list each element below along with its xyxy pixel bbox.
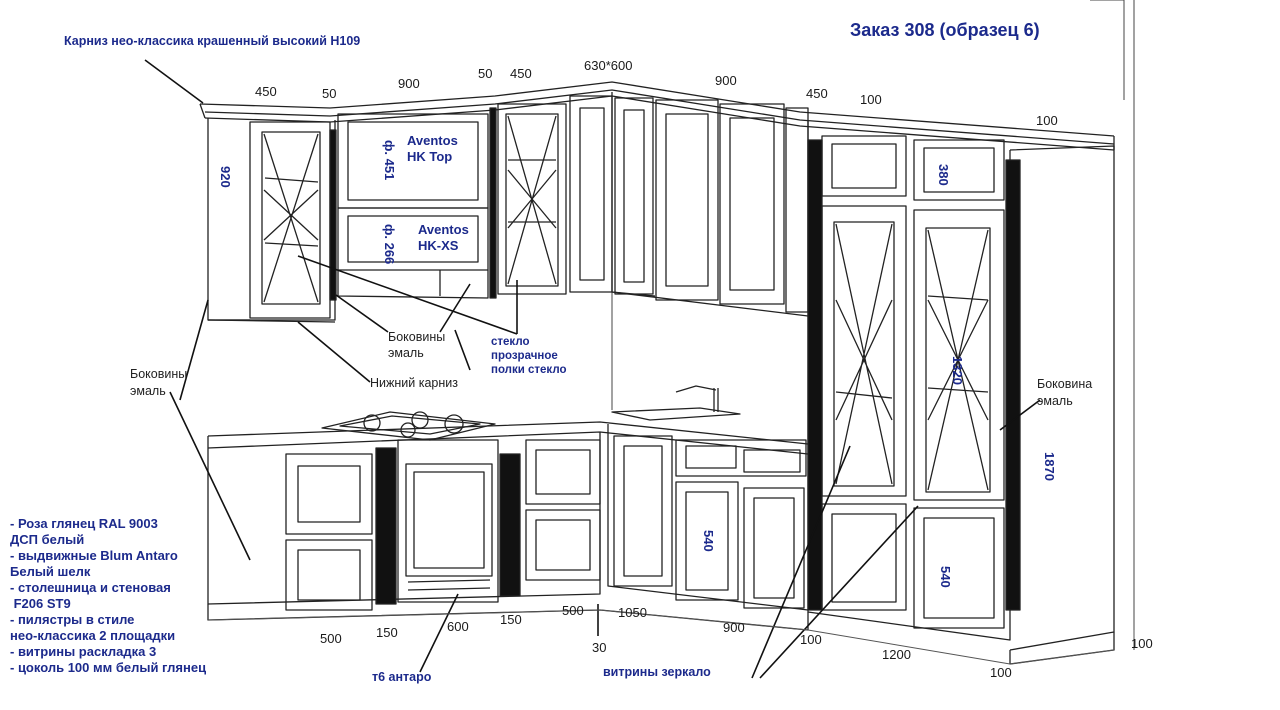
spec-line: - выдвижные Blum Antaro [10, 548, 178, 563]
wall-cabinet-glass-middle [489, 103, 567, 299]
cornice-label: Карниз нео-классика крашенный высокий Н1… [64, 34, 361, 48]
dim-bottom-100-b: 100 [990, 665, 1012, 680]
leader-lines [144, 59, 1041, 679]
note-glass-3: полки стекло [491, 364, 567, 376]
spec-line: ДСП белый [10, 532, 85, 547]
lift-xs-name: Aventos [418, 222, 469, 237]
dim-bottom-500-b: 500 [562, 603, 584, 618]
tall-cabinets [807, 120, 1115, 651]
sink [611, 385, 741, 421]
dimension-lines-bottom [207, 609, 1135, 665]
wall-cabinet-left [207, 118, 337, 323]
dim-top-900-b: 900 [715, 73, 737, 88]
dim-bottom-1200: 1200 [882, 647, 911, 662]
dim-top-50-b: 50 [478, 66, 493, 81]
spec-line: - Роза глянец RAL 9003 [10, 516, 158, 531]
height-380: 380 [936, 164, 951, 186]
facade-266: ф. 266 [382, 224, 397, 265]
height-1870: 1870 [1042, 452, 1057, 481]
dim-bottom-150-a: 150 [376, 625, 398, 640]
page-title: Заказ 308 (образец 6) [850, 20, 1040, 40]
dim-top-100-b: 100 [1036, 113, 1058, 128]
dim-top-50-a: 50 [322, 86, 337, 101]
height-540-a: 540 [701, 530, 716, 552]
spec-line: - цоколь 100 мм белый глянец [10, 660, 207, 675]
dim-bottom-500-a: 500 [320, 631, 342, 646]
dim-bottom-30: 30 [592, 640, 607, 655]
wall-cabinets-right [569, 92, 809, 317]
spec-line: - пилястры в стиле [10, 612, 135, 627]
note-mirror-vitrines: витрины зеркало [603, 665, 711, 679]
note-sides-center-2: эмаль [388, 346, 424, 360]
dim-bottom-1050: 1050 [618, 605, 647, 620]
lift-xs-model: HK-XS [418, 238, 459, 253]
height-540-b: 540 [938, 566, 953, 588]
note-sides-center-1: Боковины [388, 330, 446, 344]
dim-bottom-600: 600 [447, 619, 469, 634]
note-side-right-2: эмаль [1037, 394, 1073, 408]
dim-bottom-100-c: 100 [1131, 636, 1153, 651]
note-side-right-1: Боковина [1037, 377, 1093, 391]
note-lower-cornice: Нижний карниз [370, 376, 458, 390]
facade-451: ф. 451 [382, 140, 397, 181]
dim-bottom-100-a: 100 [800, 632, 822, 647]
cooktop [321, 411, 496, 441]
spec-line: Белый шелк [10, 564, 91, 579]
height-1320: 1320 [950, 356, 965, 385]
plinth [207, 604, 1115, 665]
note-antaro: т6 антаро [372, 670, 432, 684]
dim-top-900-a: 900 [398, 76, 420, 91]
spec-line: F206 ST9 [10, 596, 71, 611]
dim-top-corner: 630*600 [584, 58, 633, 73]
height-920: 920 [218, 166, 233, 188]
note-sides-left-2: эмаль [130, 384, 166, 398]
note-sides-left-1: Боковины [130, 367, 188, 381]
lift-top-name: Aventos [407, 133, 458, 148]
spec-line: нео-классика 2 площадки [10, 628, 176, 643]
note-glass-2: прозрачное [491, 350, 558, 362]
lift-top-model: HK Top [407, 149, 453, 164]
spec-line: - витрины раскладка 3 [10, 644, 157, 659]
dim-top-450-b: 450 [510, 66, 532, 81]
base-cabinets [207, 421, 809, 611]
spec-list: - Роза глянец RAL 9003 ДСП белый - выдви… [10, 516, 240, 676]
dim-bottom-900: 900 [723, 620, 745, 635]
dim-top-450-a: 450 [255, 84, 277, 99]
dim-top-100-a: 100 [860, 92, 882, 107]
spec-line: - столешница и стеновая [10, 580, 171, 595]
cornice [199, 81, 1115, 151]
note-glass-1: стекло [491, 336, 530, 348]
dim-top-450-c: 450 [806, 86, 828, 101]
dim-bottom-150-b: 150 [500, 612, 522, 627]
